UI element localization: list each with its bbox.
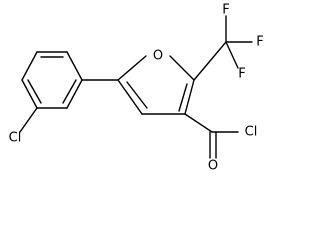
cf3-f-bottom-bond bbox=[225, 41, 239, 69]
c3-carbonyl-bond bbox=[184, 113, 213, 133]
phenyl-double-3 bbox=[27, 79, 42, 104]
cf3-f-right-label: F bbox=[256, 35, 263, 50]
furan-bond-c2-c3 bbox=[184, 79, 195, 115]
cf3-f-top-label: F bbox=[222, 3, 229, 18]
phenyl-bond-3 bbox=[66, 79, 83, 109]
bonds bbox=[19, 15, 253, 159]
phenyl-bond-5 bbox=[21, 79, 38, 109]
cf3-f-bottom-label: F bbox=[238, 67, 245, 82]
atom-labels: O F F F Cl O Cl bbox=[9, 3, 264, 174]
furan-double-c4-c5 bbox=[126, 81, 148, 109]
furan-double-c2-c3 bbox=[178, 83, 188, 112]
furan-bond-o-c2 bbox=[169, 55, 195, 81]
aryl-cl-bond bbox=[19, 107, 38, 133]
ring-oxygen-label: O bbox=[153, 49, 163, 64]
molecule-structure: O F F F Cl O Cl bbox=[9, 3, 264, 174]
c2-cf3-bond bbox=[193, 41, 227, 81]
furan-bond-o-c5 bbox=[117, 55, 147, 81]
acyl-chloride-cl-label: Cl bbox=[245, 125, 258, 140]
carbonyl-oxygen-label: O bbox=[208, 159, 218, 174]
structure-canvas: O F F F Cl O Cl bbox=[8, 2, 264, 174]
phenyl-bond-2 bbox=[66, 51, 83, 81]
furan-bond-c4-c5 bbox=[117, 79, 143, 115]
phenyl-bond-6 bbox=[21, 51, 38, 81]
phenyl-double-2 bbox=[62, 79, 77, 104]
aryl-chloride-cl-label: Cl bbox=[9, 131, 22, 146]
